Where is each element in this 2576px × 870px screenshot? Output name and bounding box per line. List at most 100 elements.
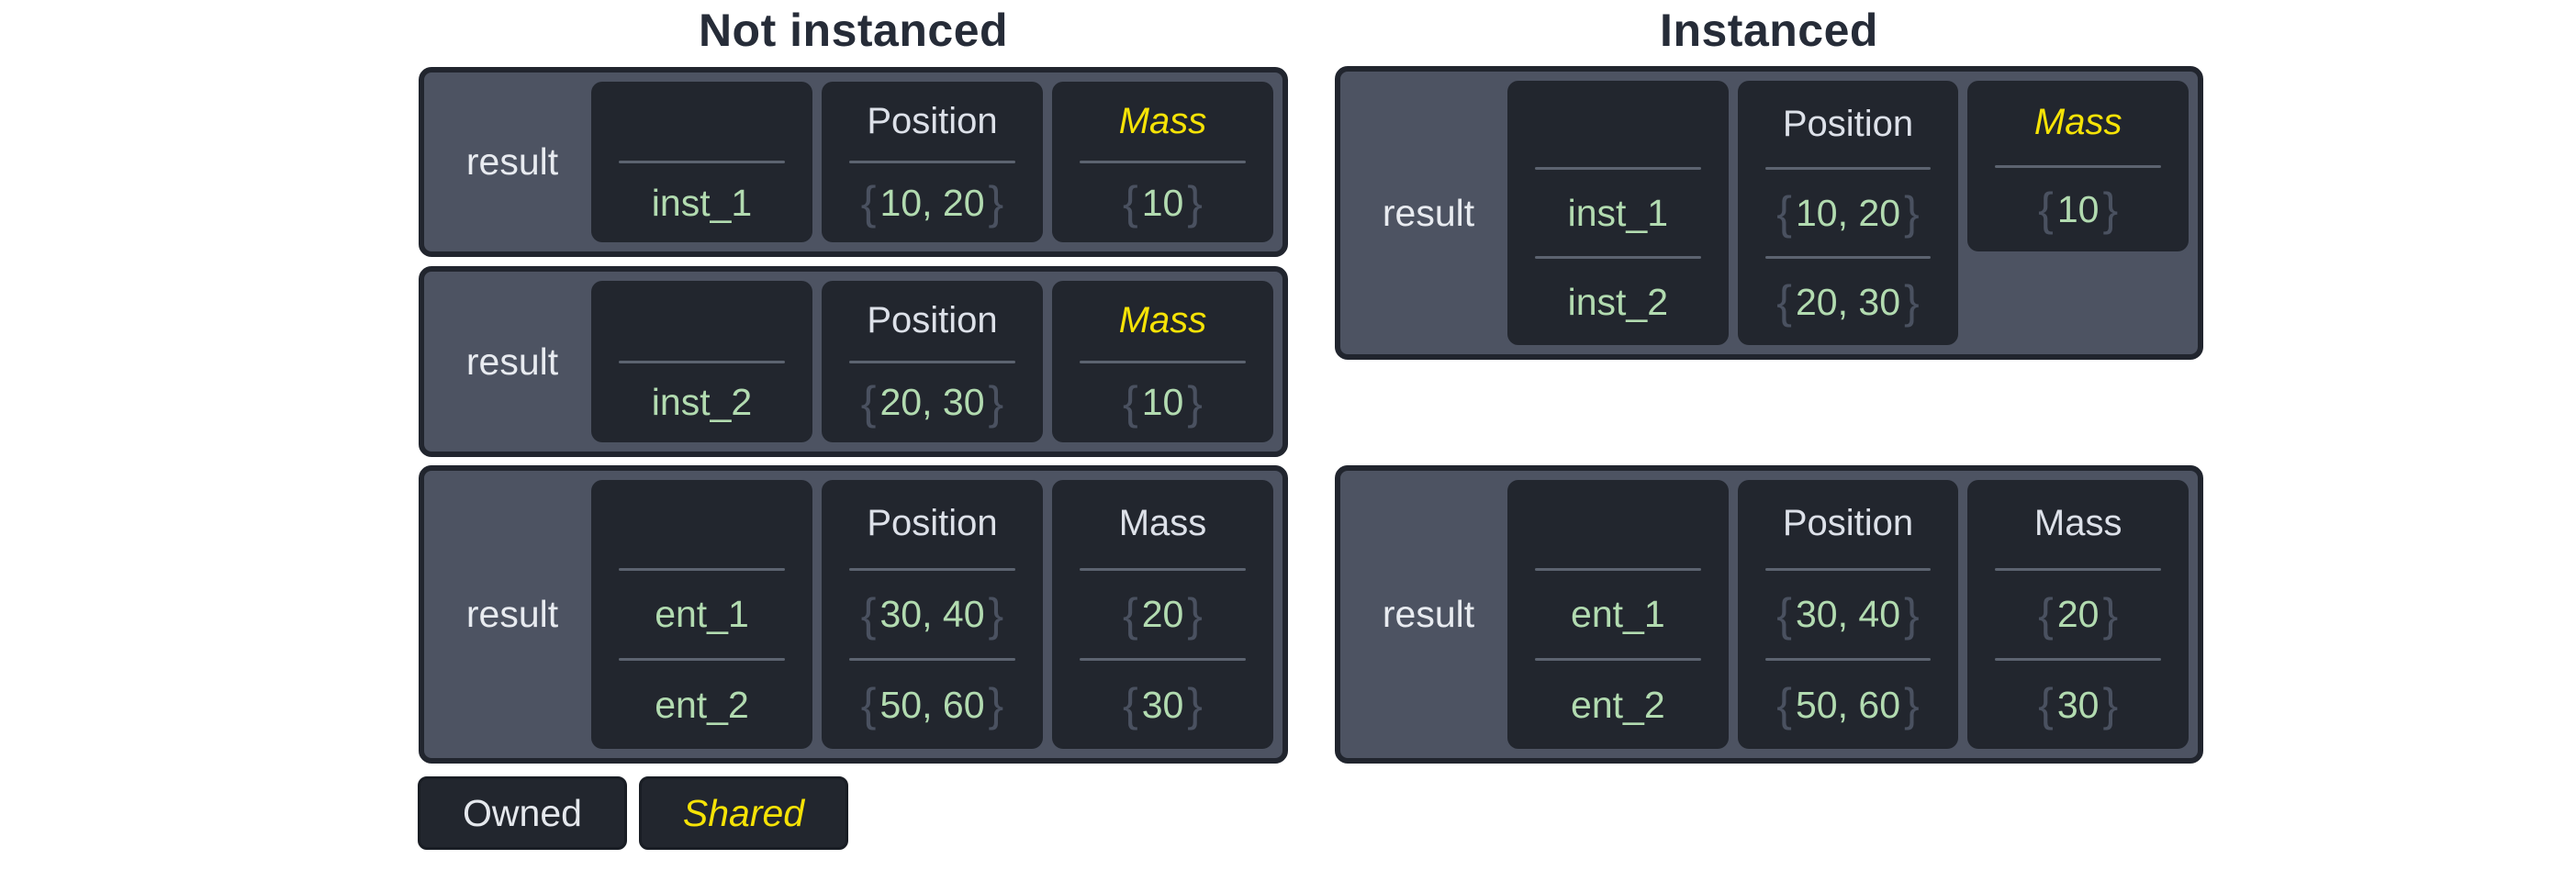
brace-open: {: [860, 376, 877, 429]
mass-number: 20: [1141, 593, 1184, 635]
brace-close: }: [1187, 376, 1204, 429]
cell-divider: [619, 360, 785, 363]
position-numbers: 10, 20: [1796, 191, 1900, 234]
position-cell: Position {30, 40} {50, 60}: [1737, 480, 1959, 749]
position-cell: Position {10, 20}: [822, 82, 1043, 242]
position-numbers: 20, 30: [1796, 280, 1900, 323]
mass-cell-header: Mass: [1118, 503, 1207, 544]
legend-shared: Shared: [639, 776, 848, 850]
position-numbers: 50, 60: [1796, 683, 1900, 726]
position-cell: Position {20, 30}: [822, 281, 1043, 442]
cell-divider: [1764, 167, 1932, 170]
mass-cell: Mass {10}: [1052, 281, 1273, 442]
result-label: result: [465, 593, 559, 635]
mass-value: {10}: [1052, 363, 1273, 443]
mass-value: {30}: [1967, 661, 2189, 749]
position-cell-header: Position: [1782, 503, 1914, 544]
cell-divider: [619, 658, 785, 662]
mass-cell: Mass {10}: [1052, 82, 1273, 242]
entity-value: inst_2: [591, 363, 812, 443]
cell-divider: [1995, 567, 2161, 571]
result-box-not-instanced-3: result ent_1 ent_2 Position {30, 40} {50…: [419, 465, 1288, 764]
mass-value: {10}: [1967, 168, 2189, 252]
column-title-instanced: Instanced: [1660, 5, 1878, 56]
mass-value: {20}: [1967, 571, 2189, 659]
cell-divider: [619, 161, 785, 163]
brace-open: {: [1122, 679, 1138, 731]
brace-close: }: [1904, 275, 1920, 328]
position-numbers: 20, 30: [879, 381, 985, 424]
entity-name: ent_1: [1571, 593, 1665, 635]
mass-cell: Mass {20} {30}: [1967, 480, 2190, 749]
result-label: result: [465, 140, 559, 183]
position-value: {50, 60}: [822, 661, 1043, 749]
result-label: result: [1382, 191, 1475, 234]
position-value: {20, 30}: [822, 363, 1043, 443]
cell-divider: [619, 567, 785, 571]
entity-name: ent_2: [655, 683, 749, 726]
mass-number: 10: [2056, 187, 2100, 230]
position-value: {50, 60}: [1738, 661, 1959, 749]
position-cell-header: Position: [867, 503, 998, 544]
entity-value: inst_1: [591, 163, 812, 242]
position-numbers: 30, 40: [1796, 593, 1900, 635]
entity-value: inst_1: [1507, 170, 1729, 256]
entity-cell-header: [591, 480, 812, 568]
position-cell: Position {10, 20} {20, 30}: [1737, 81, 1959, 345]
brace-open: {: [860, 588, 877, 641]
cell-divider: [849, 360, 1015, 363]
mass-number: 20: [2056, 593, 2100, 635]
cells-row: inst_1 Position {10, 20} Mass {10}: [591, 82, 1273, 242]
entity-cell-header: [1507, 480, 1729, 568]
brace-close: }: [1187, 588, 1204, 641]
entity-value: inst_2: [1507, 259, 1729, 345]
entity-cell: inst_2: [591, 281, 812, 442]
mass-cell-header-shared: Mass: [1118, 100, 1207, 141]
entity-value: ent_1: [1507, 571, 1729, 659]
brace-open: {: [1776, 186, 1792, 239]
entity-cell-header: [591, 82, 812, 161]
entity-cell-header: [1507, 81, 1729, 167]
result-box-not-instanced-1: result inst_1 Position {10, 20} Mass {10…: [419, 67, 1288, 257]
position-cell-header: Position: [867, 100, 998, 141]
brace-close: }: [988, 376, 1004, 429]
brace-open: {: [2038, 588, 2054, 641]
mass-cell-header-shared: Mass: [2033, 102, 2122, 143]
entity-name: inst_2: [651, 381, 753, 424]
brace-open: {: [1122, 588, 1138, 641]
brace-open: {: [1776, 679, 1792, 731]
entity-name: ent_1: [655, 593, 749, 635]
result-box-instanced-1: result inst_1 inst_2 Position {10, 20} {…: [1335, 66, 2203, 360]
entity-value: ent_2: [591, 661, 812, 749]
cell-divider: [1764, 256, 1932, 259]
mass-number: 10: [1141, 381, 1184, 424]
position-numbers: 30, 40: [879, 593, 985, 635]
brace-open: {: [1122, 376, 1138, 429]
brace-open: {: [1776, 275, 1792, 328]
cell-divider: [1535, 567, 1701, 571]
brace-open: {: [2038, 184, 2054, 236]
brace-close: }: [1187, 679, 1204, 731]
entity-name: inst_1: [1567, 191, 1669, 234]
cell-divider: [1535, 256, 1701, 259]
brace-close: }: [988, 679, 1004, 731]
brace-close: }: [1187, 176, 1204, 229]
entity-name: inst_1: [651, 181, 753, 224]
cell-divider: [849, 658, 1015, 662]
cells-row: ent_1 ent_2 Position {30, 40} {50, 60} M…: [1507, 480, 2190, 749]
entity-name: inst_2: [1567, 280, 1669, 323]
cell-divider: [1535, 658, 1701, 662]
brace-close: }: [1904, 588, 1920, 641]
brace-close: }: [1904, 186, 1920, 239]
cell-divider: [1080, 161, 1246, 163]
entity-value: ent_2: [1507, 661, 1729, 749]
entity-value: ent_1: [591, 571, 812, 659]
cell-divider: [1080, 658, 1246, 662]
entity-name: ent_2: [1571, 683, 1665, 726]
cell-divider: [1995, 658, 2161, 662]
brace-close: }: [988, 176, 1004, 229]
cell-divider: [1535, 167, 1701, 170]
result-label: result: [1382, 593, 1475, 635]
mass-value: {10}: [1052, 163, 1273, 242]
column-title-not-instanced: Not instanced: [698, 5, 1009, 56]
